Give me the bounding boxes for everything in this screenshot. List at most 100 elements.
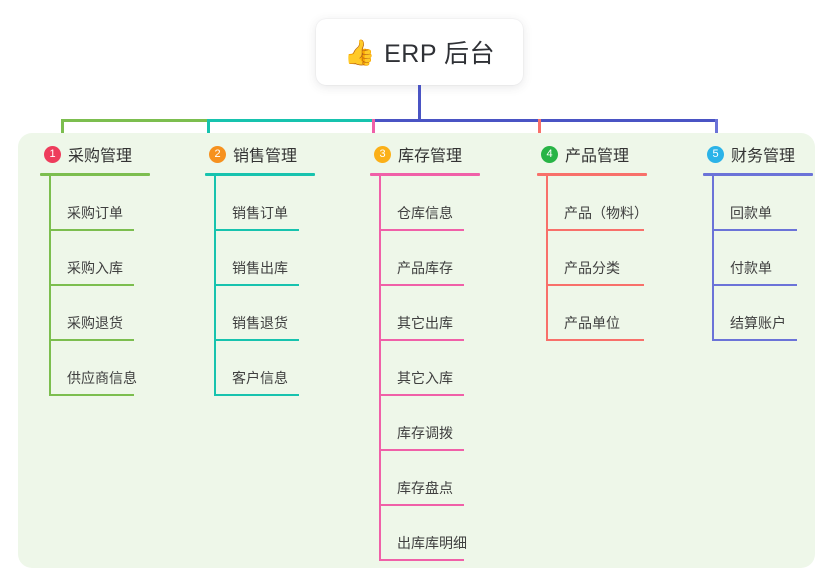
branch-badge-1: 1 <box>44 145 61 163</box>
leaf-item-underline <box>214 229 299 231</box>
leaf-item[interactable]: 产品库存 <box>370 231 480 286</box>
leaf-item-label: 采购订单 <box>67 205 123 221</box>
leaf-item-underline <box>214 284 299 286</box>
branch-children-1: 采购订单采购入库采购退货供应商信息 <box>40 176 150 396</box>
leaf-item-label: 销售订单 <box>232 205 288 221</box>
leaf-item-underline <box>712 229 797 231</box>
branch-column-5: 5 财务管理回款单付款单结算账户 <box>703 142 813 341</box>
leaf-item-label: 产品库存 <box>397 260 453 276</box>
branch-spine-2 <box>214 176 216 396</box>
leaf-item-underline <box>379 284 464 286</box>
branch-underline-3 <box>370 173 480 176</box>
leaf-item-underline <box>379 229 464 231</box>
branch-header-1[interactable]: 1 采购管理 <box>40 142 150 166</box>
leaf-item-underline <box>49 284 134 286</box>
leaf-item-underline <box>49 229 134 231</box>
bus-segment-3 <box>372 119 717 122</box>
branch-badge-3: 3 <box>374 145 391 163</box>
branch-title-3: 库存管理 <box>398 148 463 165</box>
leaf-item[interactable]: 库存盘点 <box>370 451 480 506</box>
leaf-item-underline <box>49 394 134 396</box>
root-node[interactable]: 👍 ERP 后台 <box>316 19 523 85</box>
bus-segment-2 <box>207 119 372 122</box>
branch-spine-3 <box>379 176 381 561</box>
branch-title-1: 采购管理 <box>68 148 133 165</box>
leaf-item-label: 采购退货 <box>67 315 123 331</box>
leaf-item-label: 库存盘点 <box>397 480 453 496</box>
branch-column-1: 1 采购管理采购订单采购入库采购退货供应商信息 <box>40 142 150 396</box>
leaf-item[interactable]: 产品单位 <box>537 286 647 341</box>
leaf-item[interactable]: 付款单 <box>703 231 813 286</box>
branch-column-4: 4 产品管理产品（物料） 产品分类产品单位 <box>537 142 648 341</box>
thumbs-up-icon: 👍 <box>343 37 376 67</box>
branch-badge-2: 2 <box>209 145 226 163</box>
branch-badge-5: 5 <box>707 145 724 163</box>
branch-header-2[interactable]: 2 销售管理 <box>205 142 315 166</box>
branch-title-5: 财务管理 <box>731 148 796 165</box>
leaf-item-underline <box>379 449 464 451</box>
root-node-title: ERP 后台 <box>384 40 496 68</box>
leaf-item-underline <box>712 339 797 341</box>
leaf-item[interactable]: 库存调拨 <box>370 396 480 451</box>
leaf-item-label: 其它出库 <box>397 315 453 331</box>
leaf-item-label: 销售出库 <box>232 260 288 276</box>
branch-badge-4: 4 <box>541 145 558 163</box>
bus-segment-1 <box>61 119 207 122</box>
branch-children-5: 回款单付款单结算账户 <box>703 176 813 341</box>
leaf-item[interactable]: 销售退货 <box>205 286 315 341</box>
branch-underline-1 <box>40 173 150 176</box>
branch-children-3: 仓库信息产品库存其它出库其它入库库存调拨库存盘点出库库明细 <box>370 176 480 561</box>
leaf-item-label: 出库库明细 <box>397 535 467 551</box>
leaf-item-label: 库存调拨 <box>397 425 453 441</box>
leaf-item-label: 产品（物料） <box>564 205 648 221</box>
branch-underline-2 <box>205 173 315 176</box>
leaf-item-underline <box>379 504 464 506</box>
leaf-item-underline <box>379 339 464 341</box>
leaf-item-underline <box>379 394 464 396</box>
branch-spine-5 <box>712 176 714 341</box>
leaf-item[interactable]: 采购订单 <box>40 176 150 231</box>
leaf-item-label: 供应商信息 <box>67 370 137 386</box>
leaf-item-underline <box>712 284 797 286</box>
branch-title-2: 销售管理 <box>233 148 298 165</box>
branch-underline-5 <box>703 173 813 176</box>
leaf-item-label: 客户信息 <box>232 370 288 386</box>
leaf-item[interactable]: 回款单 <box>703 176 813 231</box>
branch-title-4: 产品管理 <box>565 148 630 165</box>
leaf-item[interactable]: 仓库信息 <box>370 176 480 231</box>
leaf-item-label: 其它入库 <box>397 370 453 386</box>
branch-header-4[interactable]: 4 产品管理 <box>537 142 647 166</box>
leaf-item-label: 产品分类 <box>564 260 620 276</box>
branches-panel <box>18 133 815 568</box>
branch-spine-4 <box>546 176 548 341</box>
leaf-item-label: 产品单位 <box>564 315 620 331</box>
leaf-item-label: 回款单 <box>730 205 772 221</box>
leaf-item-label: 付款单 <box>730 260 772 276</box>
leaf-item[interactable]: 销售订单 <box>205 176 315 231</box>
leaf-item[interactable]: 销售出库 <box>205 231 315 286</box>
leaf-item[interactable]: 采购入库 <box>40 231 150 286</box>
root-stem-connector <box>418 85 421 120</box>
leaf-item-label: 销售退货 <box>232 315 288 331</box>
leaf-item[interactable]: 其它入库 <box>370 341 480 396</box>
leaf-item-underline <box>214 339 299 341</box>
leaf-item[interactable]: 供应商信息 <box>40 341 150 396</box>
leaf-item[interactable]: 采购退货 <box>40 286 150 341</box>
leaf-item-label: 采购入库 <box>67 260 123 276</box>
branch-children-2: 销售订单销售出库销售退货客户信息 <box>205 176 315 396</box>
leaf-item[interactable]: 产品分类 <box>537 231 647 286</box>
leaf-item[interactable]: 出库库明细 <box>370 506 480 561</box>
leaf-item[interactable]: 结算账户 <box>703 286 813 341</box>
leaf-item[interactable]: 产品（物料） <box>537 176 648 231</box>
leaf-item-underline <box>546 284 644 286</box>
leaf-item[interactable]: 客户信息 <box>205 341 315 396</box>
leaf-item[interactable]: 其它出库 <box>370 286 480 341</box>
leaf-item-underline <box>546 339 644 341</box>
branch-spine-1 <box>49 176 51 396</box>
branch-underline-4 <box>537 173 647 176</box>
leaf-item-underline <box>49 339 134 341</box>
branch-header-3[interactable]: 3 库存管理 <box>370 142 480 166</box>
branch-header-5[interactable]: 5 财务管理 <box>703 142 813 166</box>
leaf-item-underline <box>379 559 464 561</box>
